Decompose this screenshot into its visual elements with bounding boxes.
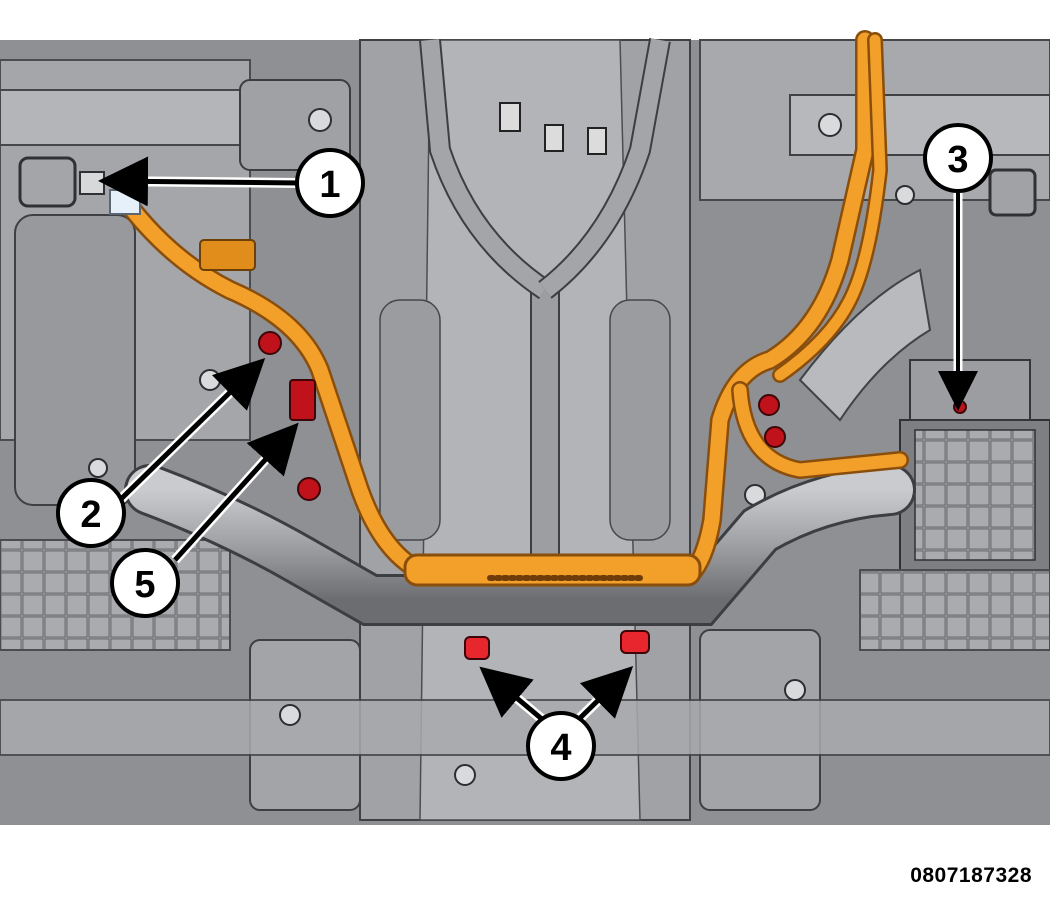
fastener-4a xyxy=(464,636,490,660)
callout-5-circle xyxy=(110,548,180,618)
callout-leaders xyxy=(98,156,978,724)
callout-5: 5 xyxy=(110,548,180,618)
red-fasteners xyxy=(258,331,967,660)
callout-3-circle xyxy=(923,123,993,193)
callout-1-circle xyxy=(295,148,365,218)
figure-id: 0807187328 xyxy=(910,864,1032,887)
callout-2: 2 xyxy=(56,478,126,548)
callout-2-label: 2 xyxy=(80,494,101,536)
fastener-4b xyxy=(620,630,650,654)
fastener-2b xyxy=(297,477,321,501)
fastener-5-block xyxy=(289,379,316,421)
callout-4: 4 xyxy=(526,711,596,781)
harness-connectors xyxy=(18,102,1037,271)
fastener-2a xyxy=(258,331,282,355)
callout-4-label: 4 xyxy=(550,727,571,769)
callout-4-circle xyxy=(526,711,596,781)
callout-3: 3 xyxy=(923,123,993,193)
callout-1: 1 xyxy=(295,148,365,218)
callout-2-circle xyxy=(56,478,126,548)
crossmember-pipe xyxy=(124,38,916,626)
callout-3-label: 3 xyxy=(947,139,968,181)
orange-wiring-harness xyxy=(125,40,900,587)
callout-5-label: 5 xyxy=(134,564,155,606)
callout-1-label: 1 xyxy=(319,164,340,206)
